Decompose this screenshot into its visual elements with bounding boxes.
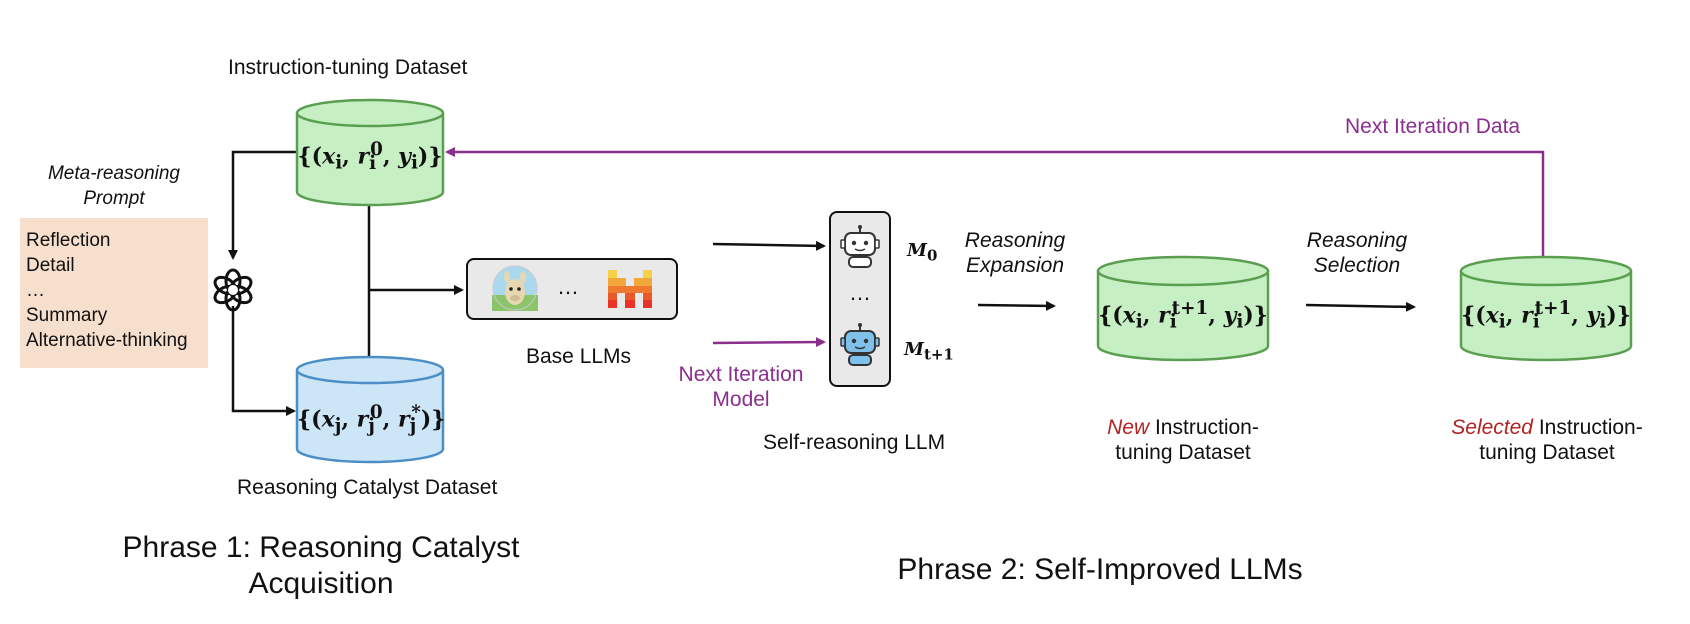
reasoning-expansion-arrow — [977, 300, 1056, 311]
robot-icon — [839, 323, 881, 367]
next-iteration-model-label: Next Iteration Model — [678, 363, 804, 411]
selected-dataset-cylinder — [1459, 255, 1633, 362]
instruction-dataset-formula: {(xi, ri0, yi)} — [297, 139, 443, 174]
base-llms-ellipsis: … — [557, 274, 579, 299]
phase1-title: Phrase 1: Reasoning Catalyst Acquisition — [122, 531, 520, 600]
catalyst-dataset-cylinder — [295, 355, 445, 464]
model-mt1-label: Mt+1 — [904, 339, 954, 364]
catalyst-dataset-formula: {(xj, rj0, rj*)} — [297, 402, 446, 437]
next-iteration-model-arrow — [712, 337, 826, 348]
selected-dataset-formula: {(xi, rit+1, yi)} — [1461, 298, 1631, 333]
models-ellipsis: … — [849, 280, 871, 305]
prompt-item: … — [26, 280, 45, 301]
prompt-flow-connector — [228, 150, 296, 416]
datasets-to-base-llms-connector — [367, 203, 464, 360]
base-llms-label: Base LLMs — [526, 345, 632, 368]
model-m0-label: M0 — [907, 240, 938, 265]
selected-dataset-label: Selected Instruction- tuning Dataset — [1451, 416, 1643, 464]
base-llms-box: … — [466, 258, 678, 320]
base-to-self-reasoning-arrow — [712, 240, 826, 251]
robot-icon — [839, 225, 881, 269]
new-dataset-cylinder — [1096, 255, 1270, 362]
instruction-dataset-cylinder — [295, 98, 445, 207]
llama-icon — [492, 265, 538, 311]
self-reasoning-llm-label: Self-reasoning LLM — [763, 431, 946, 454]
catalyst-dataset-label: Reasoning Catalyst Dataset — [237, 476, 498, 499]
new-dataset-formula: {(xi, rit+1, yi)} — [1098, 298, 1268, 333]
reasoning-selection-arrow — [1305, 301, 1416, 312]
reasoning-expansion-label: Reasoning Expansion — [964, 229, 1066, 277]
meta-reasoning-prompt-box: Reflection Detail … Summary Alternative-… — [20, 218, 208, 368]
openai-logo-icon — [209, 266, 257, 314]
prompt-item: Detail — [26, 255, 75, 276]
prompt-item: Alternative-thinking — [26, 330, 188, 351]
new-dataset-label: New Instruction- tuning Dataset — [1107, 416, 1259, 464]
prompt-item: Summary — [26, 305, 108, 326]
self-reasoning-llm-box: … — [829, 211, 891, 387]
reasoning-selection-label: Reasoning Selection — [1306, 229, 1408, 277]
prompt-item: Reflection — [26, 230, 111, 251]
next-iteration-data-label: Next Iteration Data — [1345, 115, 1521, 138]
prompt-title: Meta-reasoning Prompt — [47, 163, 181, 209]
mistral-icon — [608, 270, 652, 308]
phase2-title: Phrase 2: Self-Improved LLMs — [897, 553, 1303, 586]
next-iteration-data-loop — [445, 147, 1545, 262]
instruction-dataset-label: Instruction-tuning Dataset — [228, 56, 468, 79]
